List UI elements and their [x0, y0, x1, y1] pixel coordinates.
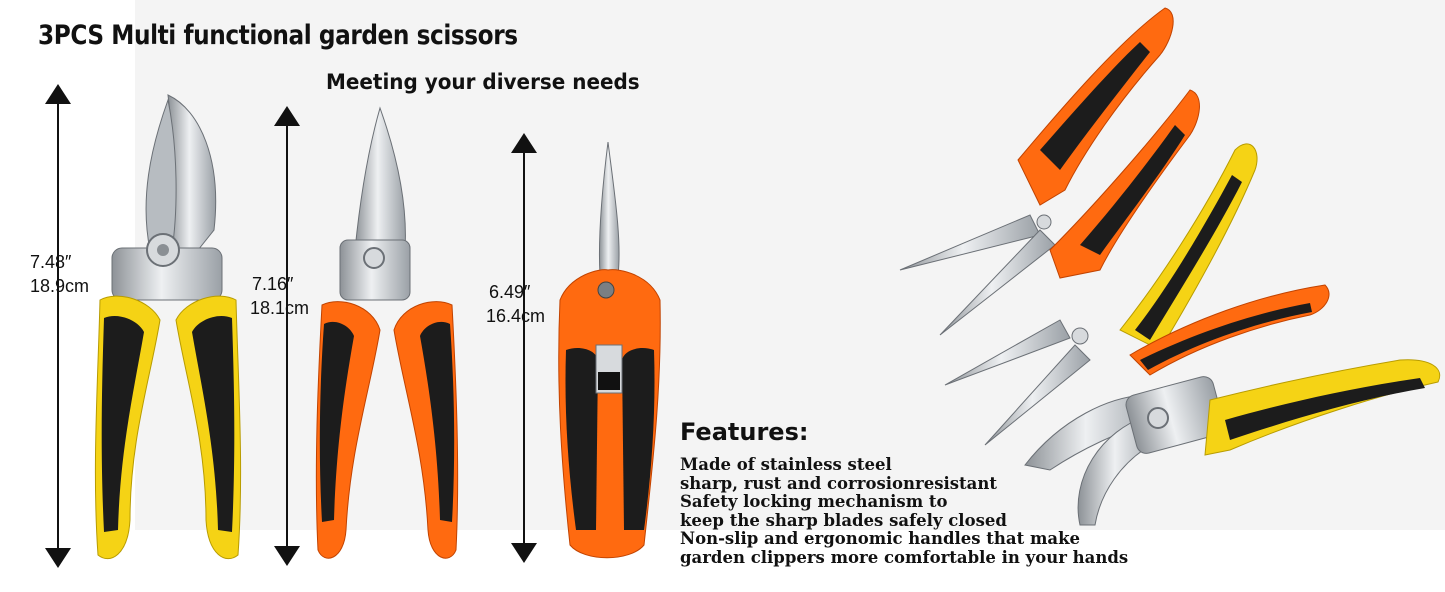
dimension-inches: 7.48″: [30, 252, 72, 272]
dimension-cm: 16.4cm: [486, 306, 546, 326]
feature-line: keep the sharp blades safely closed: [680, 510, 1007, 530]
dimension-inches: 6.49″: [489, 282, 531, 302]
feature-line: Non-slip and ergonomic handles that make: [680, 529, 1081, 548]
dimension-cm: 18.1cm: [250, 298, 310, 318]
orange-snips-image: [315, 106, 459, 559]
page-subtitle: Meeting your diverse needs: [326, 70, 640, 94]
dimension-label-3: 6.49″ 16.4cm: [486, 280, 545, 328]
dimension-label-1: 7.48″ 18.9cm: [30, 250, 89, 298]
feature-line: sharp, rust and corrosionresistant: [680, 473, 997, 493]
feature-line: garden clippers more comfortable in your…: [680, 547, 1129, 567]
dimension-cm: 18.9cm: [30, 276, 90, 296]
features-heading: Features:: [680, 418, 809, 446]
dimension-arrow-3: [511, 133, 537, 563]
feature-line: Safety locking mechanism to: [680, 492, 948, 511]
dimension-label-2: 7.16″ 18.1cm: [250, 272, 309, 320]
group-scissors-image: [899, 7, 1441, 526]
dimension-arrow-2: [274, 106, 300, 566]
feature-line: Made of stainless steel: [680, 455, 892, 474]
micro-tip-snips-image: [558, 141, 661, 559]
dimension-arrow-1: [45, 84, 71, 568]
features-list: Made of stainless steel sharp, rust and …: [680, 455, 1129, 567]
yellow-pruner-image: [94, 94, 242, 560]
page-title: 3PCS Multi functional garden scissors: [38, 20, 518, 51]
dimension-inches: 7.16″: [252, 274, 294, 294]
